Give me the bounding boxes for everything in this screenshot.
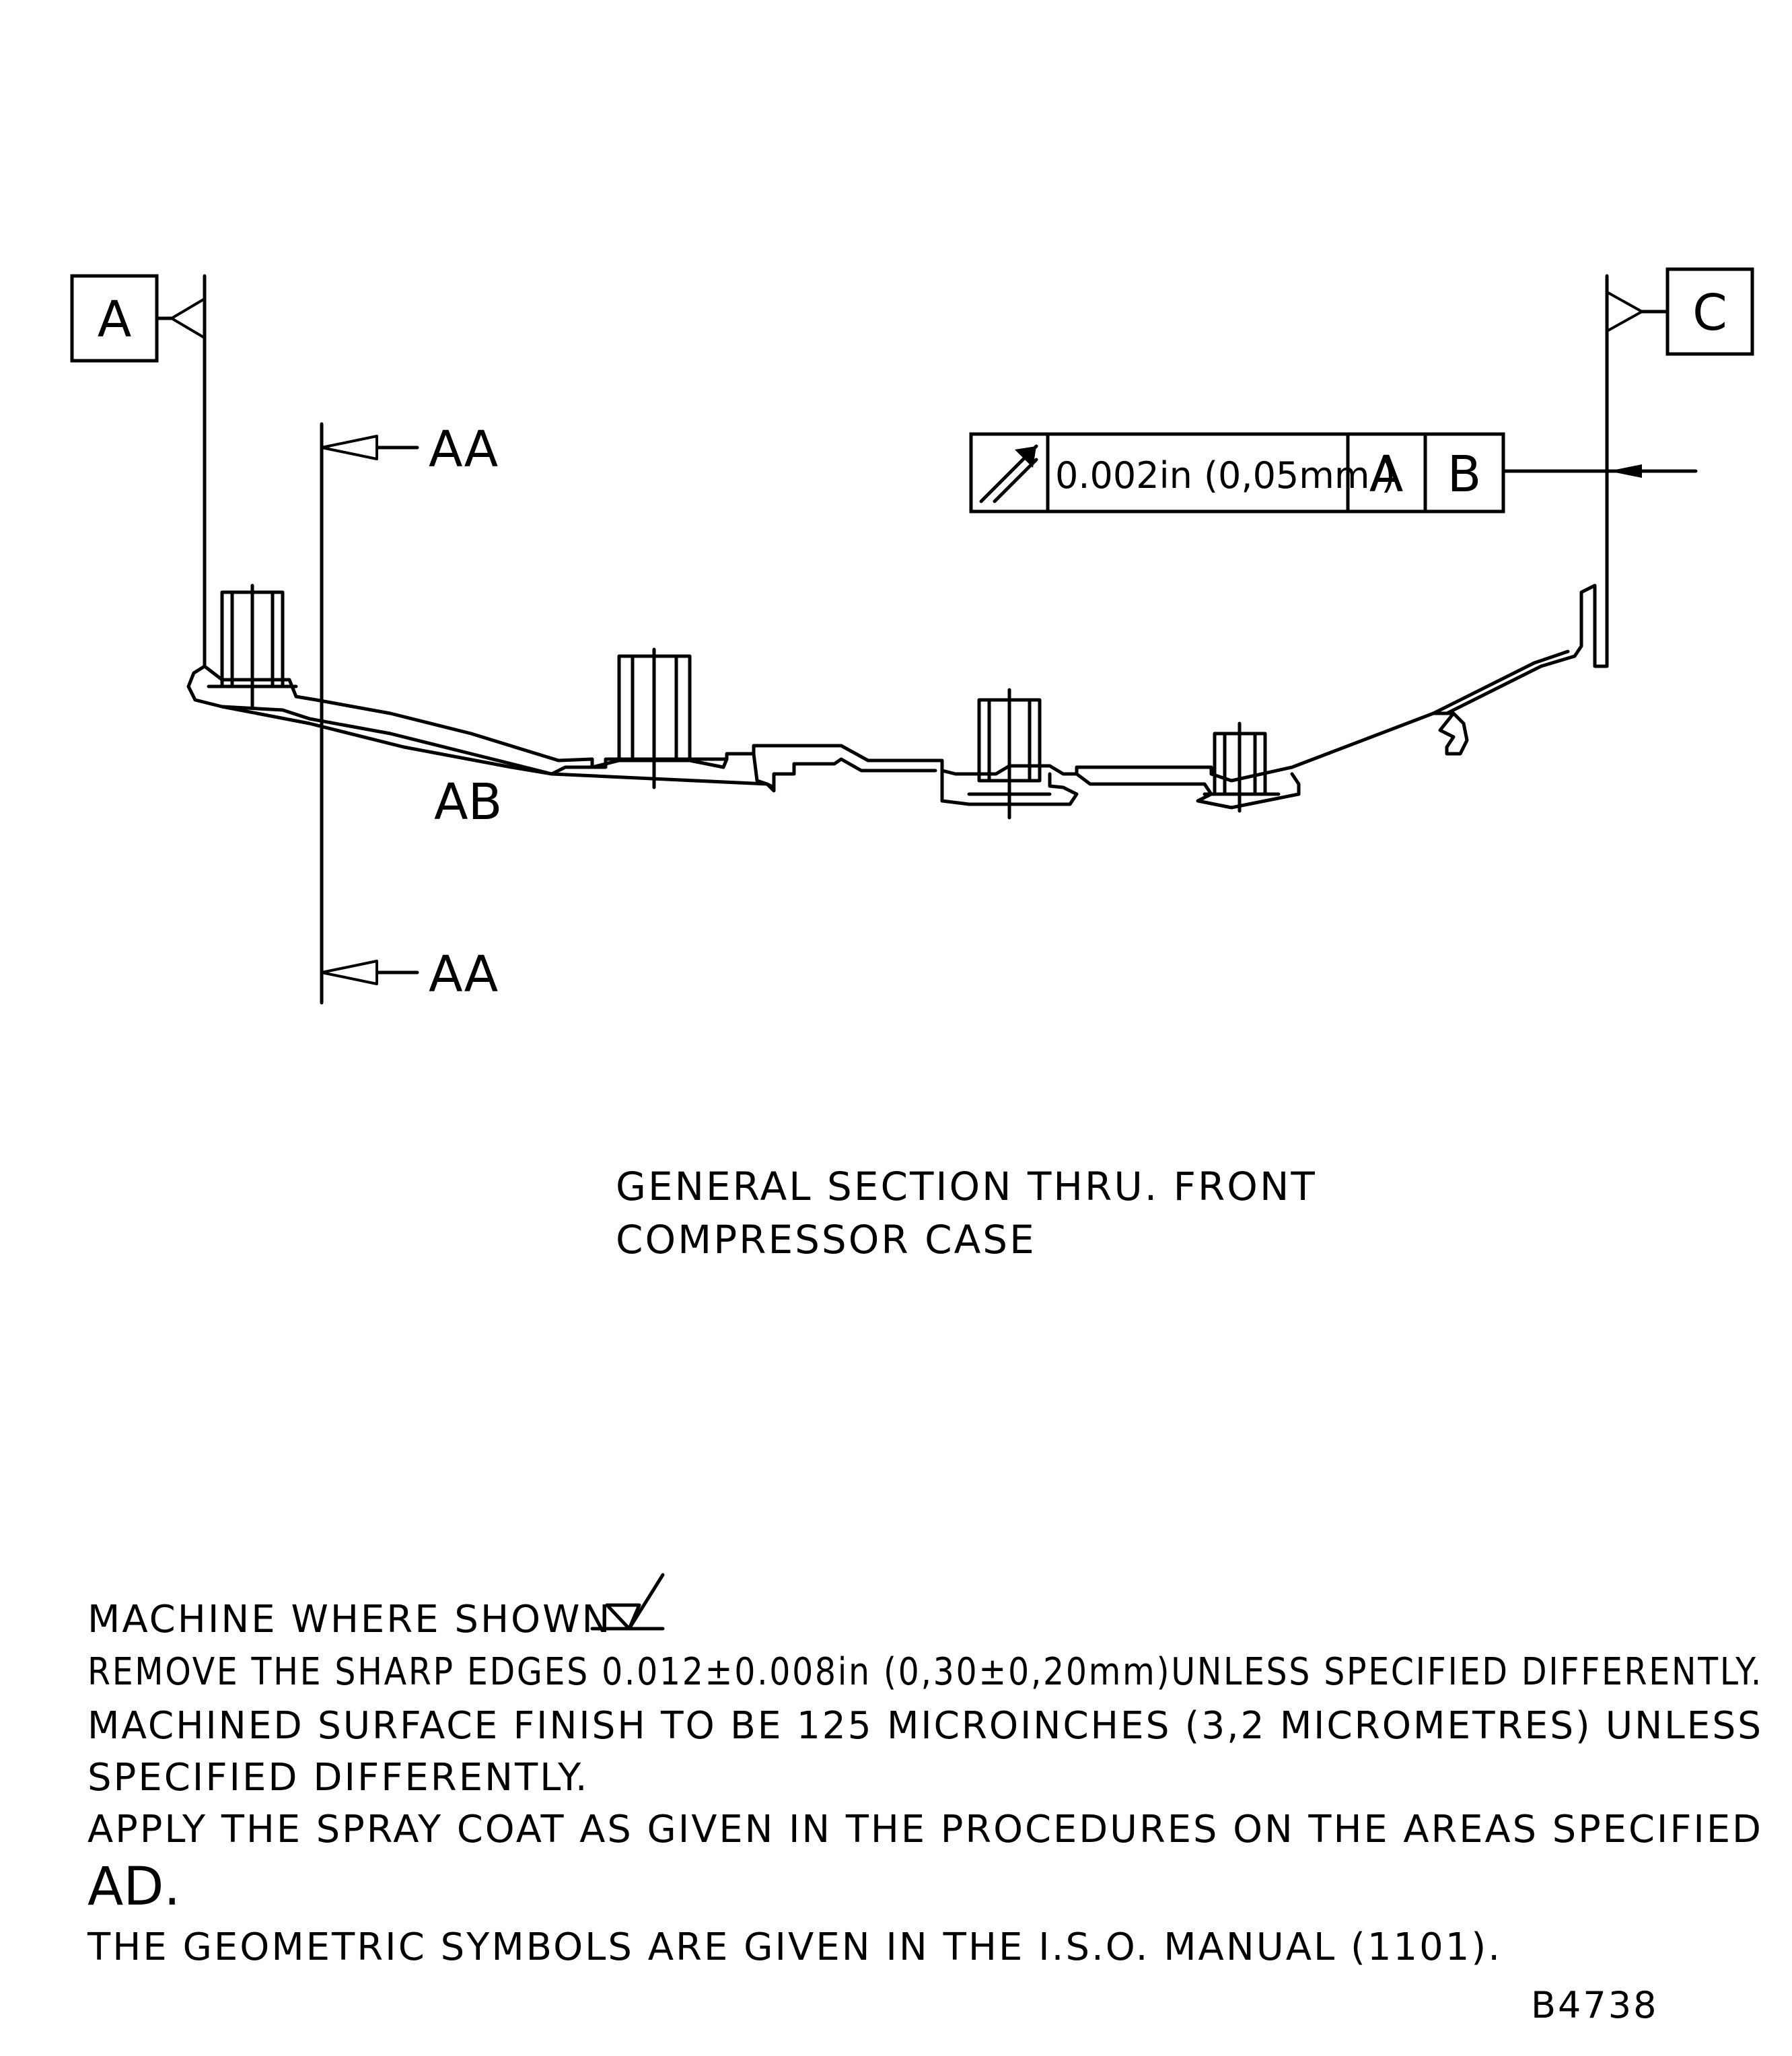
datum-a-label: A bbox=[98, 291, 132, 349]
note-finish-2: SPECIFIED DIFFERENTLY. bbox=[87, 1756, 589, 1800]
tolerance-value: 0.002in (0,05mm ) bbox=[1055, 454, 1396, 497]
note-finish-1: MACHINED SURFACE FINISH TO BE 125 MICROI… bbox=[87, 1704, 1763, 1748]
fcf-datum-a: A bbox=[1369, 446, 1404, 503]
note-edges: REMOVE THE SHARP EDGES 0.012±0.008in (0,… bbox=[87, 1650, 1763, 1694]
datum-a-flag: A bbox=[70, 274, 207, 594]
boss-2 bbox=[590, 647, 729, 789]
boss-4 bbox=[1203, 721, 1281, 813]
figure-ref: B4738 bbox=[1531, 1984, 1658, 2026]
note-ad: AD. bbox=[87, 1857, 180, 1917]
note-iso: THE GEOMETRIC SYMBOLS ARE GIVEN IN THE I… bbox=[87, 1925, 1502, 1969]
boss-3 bbox=[967, 688, 1052, 820]
machined-surface-icon bbox=[590, 1573, 665, 1631]
section-line-aa: AA AA bbox=[320, 421, 499, 1005]
area-label-ab: AB bbox=[434, 773, 502, 831]
caption-line-1: GENERAL SECTION THRU. FRONT bbox=[616, 1164, 1317, 1209]
note-machine: MACHINE WHERE SHOWN bbox=[87, 1598, 612, 1641]
datum-c-flag: C bbox=[1605, 267, 1754, 594]
section-mark-top: AA bbox=[429, 421, 499, 478]
caption-line-2: COMPRESSOR CASE bbox=[616, 1217, 1036, 1263]
section-mark-bottom: AA bbox=[429, 946, 499, 1003]
case-section-profile bbox=[186, 583, 1609, 810]
note-spray: APPLY THE SPRAY COAT AS GIVEN IN THE PRO… bbox=[87, 1808, 1763, 1851]
feature-control-frame: 0.002in (0,05mm ) A B bbox=[969, 432, 1698, 513]
boss-1 bbox=[207, 583, 298, 709]
fcf-datum-b: B bbox=[1447, 446, 1482, 503]
total-runout-icon bbox=[979, 444, 1038, 503]
datum-c-label: C bbox=[1692, 284, 1727, 342]
